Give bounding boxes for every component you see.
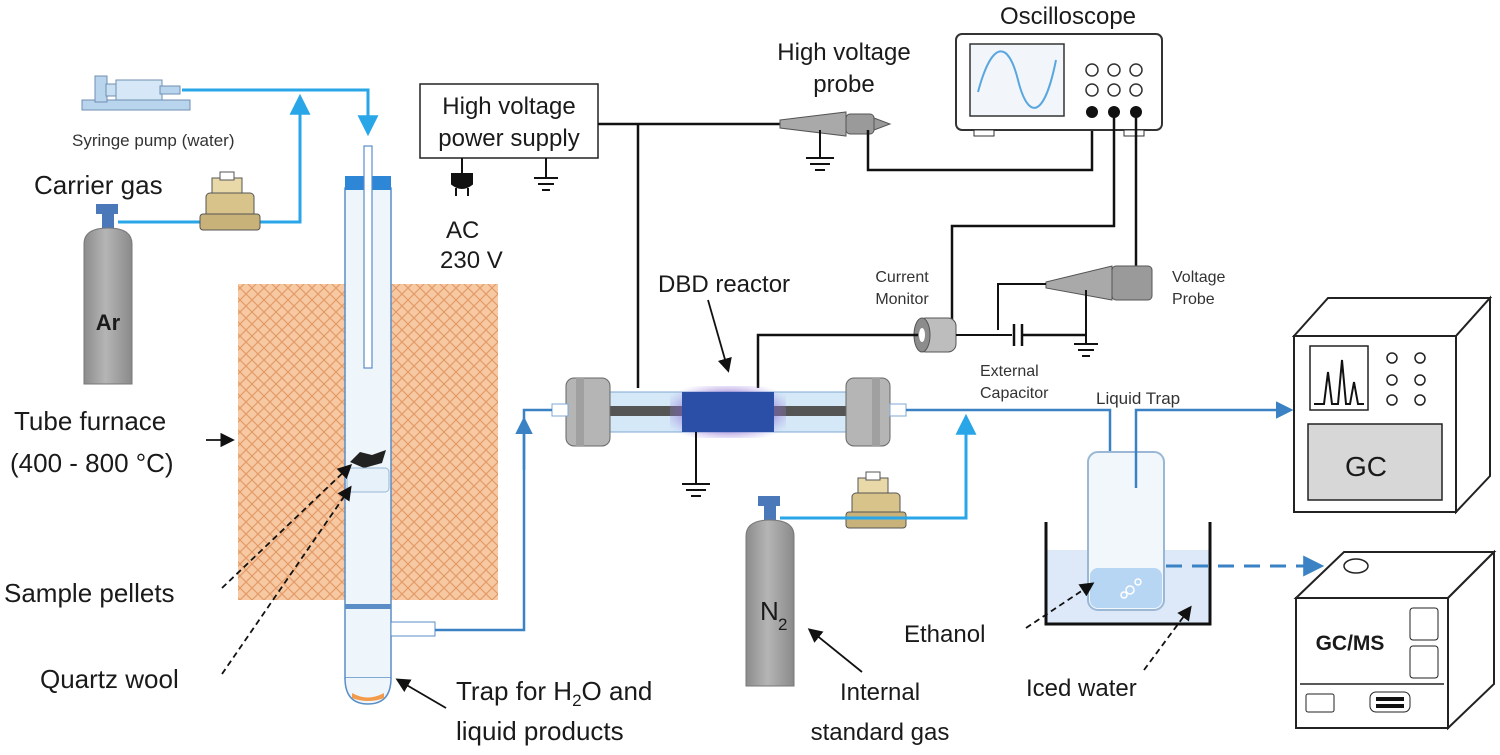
ac-label-1: AC [446,217,479,244]
internal-standard-line [780,413,977,520]
liquid-trap-label: Liquid Trap [1096,389,1180,408]
dbd-reactor-pointer [707,299,732,373]
gcms-instrument [1293,549,1497,731]
capacitor-sense-wire [997,283,1046,330]
ethanol-label: Ethanol [904,621,985,648]
gcms-label: GC/MS [1316,632,1385,655]
dbd-reactor [551,377,907,447]
iced-water-label: Iced water [1026,675,1137,702]
argon-label: Ar [96,310,121,335]
iced-water-pointer [1143,605,1192,671]
tube-furnace-label-2: (400 - 800 °C) [10,448,174,478]
ethanol-pointer [1025,582,1095,629]
nitrogen-cylinder [745,496,795,687]
quartz-wool-label: Quartz wool [40,664,179,694]
current-monitor-label-2: Monitor [875,291,929,308]
carrier-gas-line [118,93,311,224]
external-capacitor [1012,324,1086,346]
trap-label-1-sub: 2 [572,691,581,710]
carrier-gas-label: Carrier gas [34,170,163,200]
sample-pellets [350,450,386,468]
ground-icon [534,158,558,191]
tube-furnace-label-1: Tube furnace [14,406,166,436]
hv-probe-label-2: probe [813,71,874,98]
probe-signal-wire [866,112,1094,172]
oscilloscope-label: Oscilloscope [1000,3,1136,30]
nitrogen-subscript: 2 [778,615,787,634]
water-line [182,88,379,137]
furnace-outlet-line [435,408,552,632]
ground-icon [806,130,834,171]
ground-icon [1074,343,1098,357]
hv-supply-label-1: High voltage [442,93,575,120]
hv-probe-label-1: High voltage [777,39,910,66]
trap-label-1: Trap for H2O and [456,676,652,710]
hv-supply-label-2: power supply [438,125,579,152]
internal-std-label-2: standard gas [811,719,950,746]
voltage-probe-label-1: Voltage [1172,269,1225,286]
hv-power-supply [419,83,599,159]
nitrogen-label: N [760,596,779,626]
trap-outlet-line [1134,401,1294,488]
voltage-probe-label-2: Probe [1172,291,1215,308]
ground-icon [682,432,710,497]
syringe-pump [81,75,191,111]
gc-instrument [1291,295,1493,515]
current-monitor [913,317,957,353]
oscilloscope [955,33,1163,137]
trap-label-1-post: O and [582,676,653,706]
mass-flow-controller-icon [845,471,907,529]
quartz-wool-pointer [221,485,352,675]
mass-flow-controller-icon [199,171,261,231]
quartz-tube-reactor [344,145,436,705]
trap-label-2: liquid products [456,716,624,746]
ground-electrode-wire [756,333,918,388]
gc-label: GC [1345,451,1387,482]
sample-pellets-label: Sample pellets [4,578,175,608]
current-monitor-label-1: Current [875,269,929,286]
quartz-wool [346,467,390,493]
ac-label-2: 230 V [440,247,503,274]
liquid-trap-vessel [1087,451,1165,611]
syringe-pump-label: Syringe pump (water) [72,131,235,150]
trap-pointer [395,678,447,709]
internal-std-pointer [807,628,863,673]
dbd-reactor-label: DBD reactor [658,271,790,298]
internal-std-label-1: Internal [840,679,920,706]
capacitor-label-2: Capacitor [980,385,1049,402]
voltage-probe [1045,265,1153,301]
current-signal-wire [950,112,1116,320]
plug-icon [451,158,473,196]
capacitor-label-1: External [980,363,1039,380]
argon-cylinder [83,204,133,385]
hv-probe [779,111,892,137]
trap-label-1-pre: Trap for H [456,676,572,706]
